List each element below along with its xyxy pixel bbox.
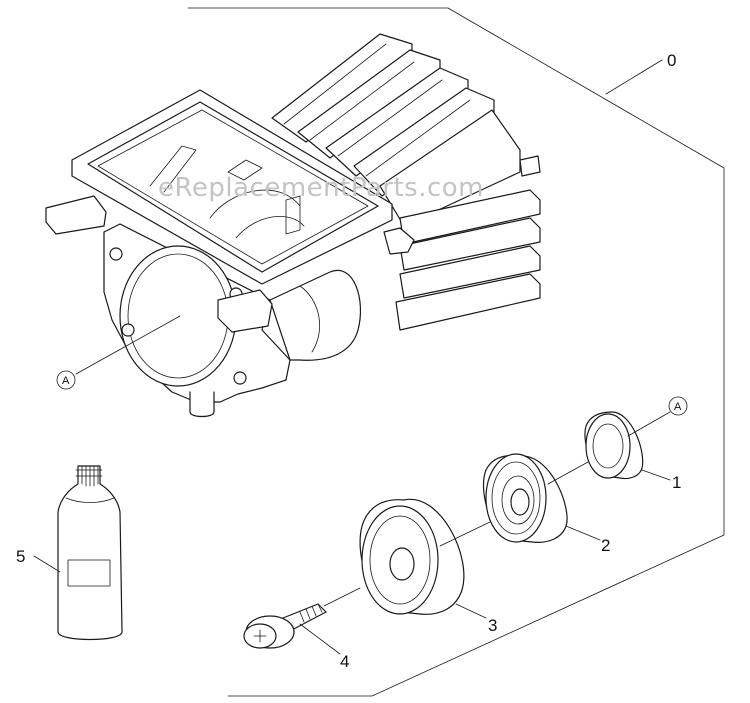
callout-2: 2 (601, 536, 610, 555)
cooling-fins (271, 33, 541, 331)
screw (243, 603, 327, 649)
bottle-label (67, 559, 111, 587)
assembly-boundary (187, 7, 725, 697)
seal-ring (584, 411, 644, 480)
ref-a-part1-text: A (674, 401, 682, 413)
callout-1: 1 (672, 473, 681, 492)
outlet-nozzle (189, 391, 215, 418)
oil-bottle (57, 465, 123, 641)
ref-a-marker-housing: A (56, 370, 76, 390)
ref-a-housing-text: A (62, 375, 70, 387)
pump-housing (45, 33, 541, 418)
ref-a-marker-part1: A (668, 396, 688, 416)
watermark-text: eReplacementParts.com (158, 173, 484, 203)
callout-5: 5 (16, 547, 25, 566)
callout-0: 0 (667, 51, 676, 70)
pulley (359, 498, 465, 615)
callout-4: 4 (340, 652, 349, 671)
ball-bearing (482, 453, 568, 543)
callout-3: 3 (488, 616, 497, 635)
leader-lines (33, 59, 671, 655)
